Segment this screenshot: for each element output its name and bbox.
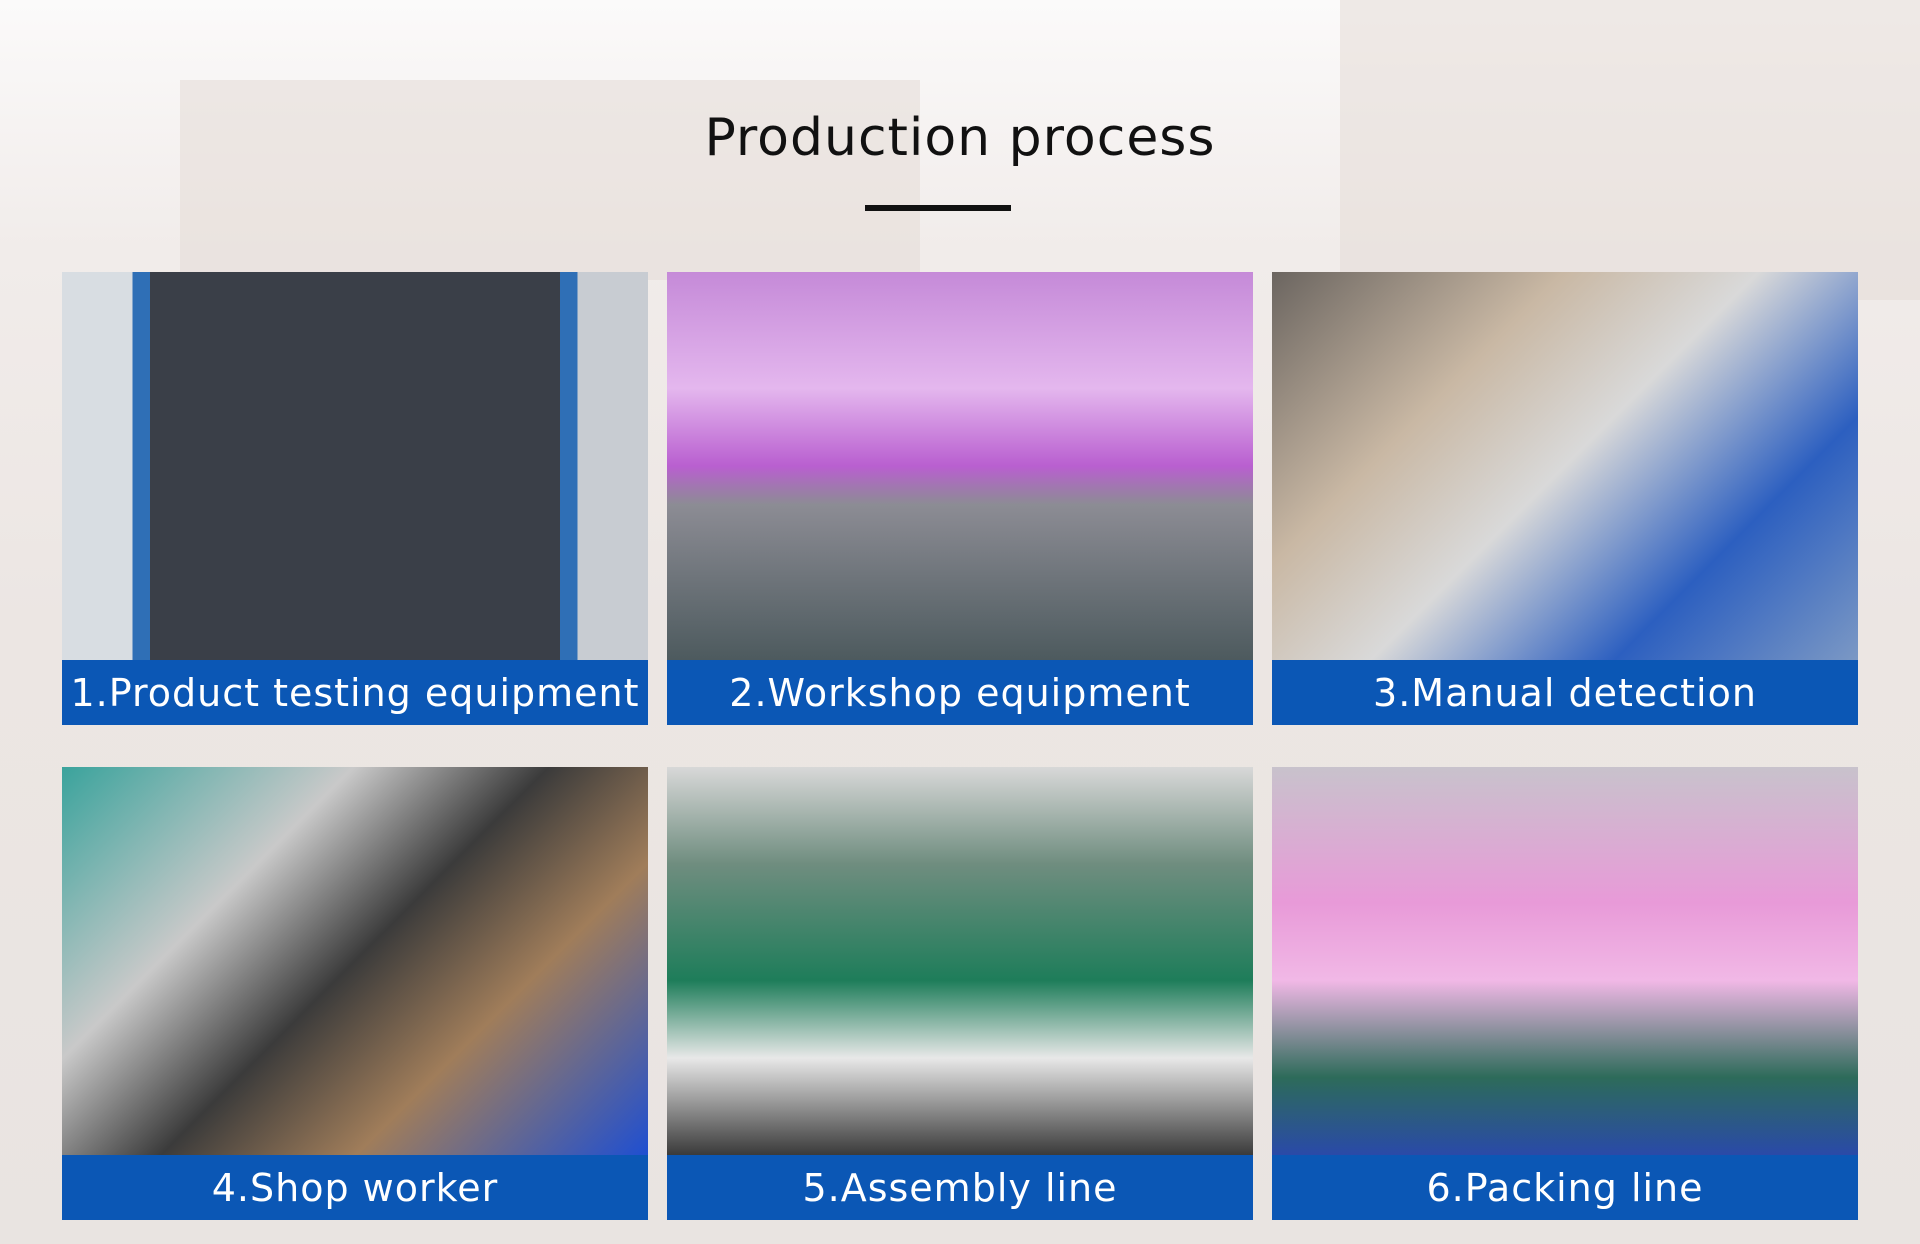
background-building: [180, 80, 920, 280]
photo-workshop: [667, 272, 1253, 660]
card-label: 6.Packing line: [1272, 1155, 1858, 1220]
card-packing-line: 6.Packing line: [1272, 767, 1858, 1220]
card-label: 4.Shop worker: [62, 1155, 648, 1220]
card-product-testing: 1.Product testing equipment: [62, 272, 648, 725]
background-building: [1340, 0, 1920, 300]
title-underline: [865, 205, 1011, 211]
photo-manual-detection: [1272, 272, 1858, 660]
photo-assembly-line: [667, 767, 1253, 1155]
card-label: 3.Manual detection: [1272, 660, 1858, 725]
card-assembly-line: 5.Assembly line: [667, 767, 1253, 1220]
photo-shop-worker: [62, 767, 648, 1155]
card-manual-detection: 3.Manual detection: [1272, 272, 1858, 725]
card-label: 5.Assembly line: [667, 1155, 1253, 1220]
photo-testing-shelves: [62, 272, 648, 660]
page-title: Production process: [704, 108, 1216, 168]
card-label: 2.Workshop equipment: [667, 660, 1253, 725]
photo-packing-line: [1272, 767, 1858, 1155]
card-shop-worker: 4.Shop worker: [62, 767, 648, 1220]
card-label: 1.Product testing equipment: [62, 660, 648, 725]
card-workshop-equipment: 2.Workshop equipment: [667, 272, 1253, 725]
